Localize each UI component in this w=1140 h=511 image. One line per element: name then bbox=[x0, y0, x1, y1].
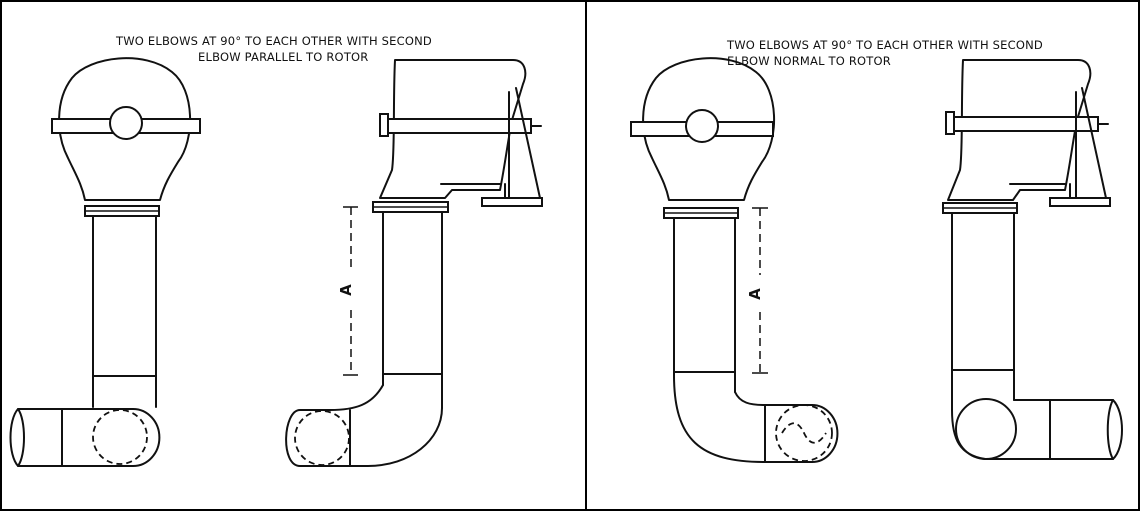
caption-left: TWO ELBOWS AT 90° TO EACH OTHER WITH SEC… bbox=[116, 33, 432, 65]
caption-right-line2: ELBOW NORMAL TO ROTOR bbox=[727, 54, 891, 68]
caption-left-line2: ELBOW PARALLEL TO ROTOR bbox=[198, 50, 369, 64]
caption-right: TWO ELBOWS AT 90° TO EACH OTHER WITH SEC… bbox=[727, 37, 1043, 69]
caption-left-line1: TWO ELBOWS AT 90° TO EACH OTHER WITH SEC… bbox=[116, 34, 432, 48]
dimension-label-right: A bbox=[746, 288, 764, 300]
left-fan-front-view bbox=[9, 57, 201, 467]
panel-divider bbox=[585, 0, 587, 511]
caption-right-line1: TWO ELBOWS AT 90° TO EACH OTHER WITH SEC… bbox=[727, 38, 1043, 52]
right-fan-front-view: A bbox=[630, 57, 839, 463]
dimension-label-left: A bbox=[337, 284, 355, 296]
right-fan-side-view bbox=[942, 59, 1123, 460]
left-fan-side-view: A bbox=[285, 59, 543, 467]
